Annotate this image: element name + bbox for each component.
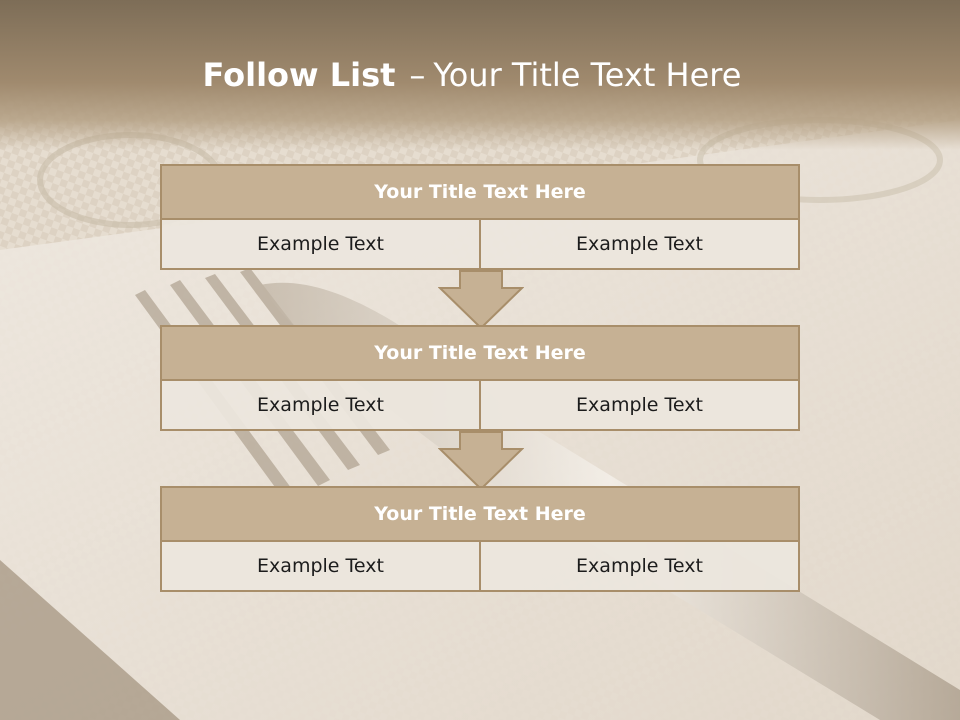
block-cell-left: Example Text <box>257 233 384 255</box>
slide-title-rest: Your Title Text Here <box>433 56 742 94</box>
block-title: Your Title Text Here <box>160 164 800 220</box>
list-block-2: Your Title Text Here Example Text Exampl… <box>160 325 800 431</box>
block-row: Example Text Example Text <box>160 542 800 592</box>
down-arrow-icon <box>438 270 524 330</box>
block-title: Your Title Text Here <box>160 486 800 542</box>
block-row: Example Text Example Text <box>160 220 800 270</box>
list-block-3: Your Title Text Here Example Text Exampl… <box>160 486 800 592</box>
block-cell-left: Example Text <box>257 555 384 577</box>
block-row: Example Text Example Text <box>160 381 800 431</box>
slide-title-bold: Follow List <box>202 56 396 94</box>
block-title: Your Title Text Here <box>160 325 800 381</box>
list-block-1: Your Title Text Here Example Text Exampl… <box>160 164 800 270</box>
block-cell-right: Example Text <box>479 381 798 429</box>
slide-title-dash: – <box>409 56 426 94</box>
block-cell-left: Example Text <box>257 394 384 416</box>
block-cell-right: Example Text <box>479 220 798 268</box>
header-band <box>0 0 960 150</box>
down-arrow-icon <box>438 431 524 491</box>
block-cell-right: Example Text <box>479 542 798 590</box>
slide-title: Follow List–Your Title Text Here <box>0 56 944 94</box>
